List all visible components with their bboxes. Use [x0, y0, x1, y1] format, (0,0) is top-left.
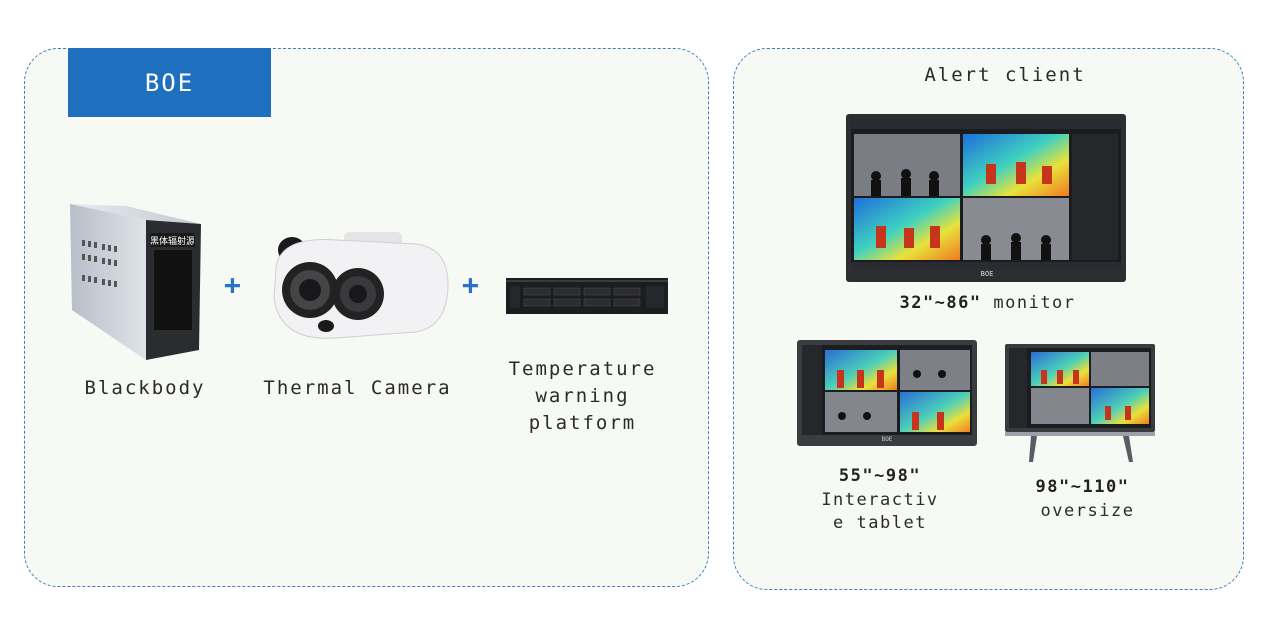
monitor-desc: monitor — [993, 293, 1076, 313]
platform-label-line1: Temperature — [508, 358, 657, 380]
oversize-size-text: 98"~110" — [1035, 477, 1130, 497]
server-icon — [506, 278, 668, 314]
thermal-camera-icon — [273, 232, 449, 339]
oversize-display-icon — [1005, 344, 1155, 462]
tablet-size: 55"~98" — [790, 465, 970, 488]
blackbody-device-icon — [70, 204, 201, 360]
monitor-icon — [846, 114, 1126, 282]
tablet-screen-logo: BOE — [881, 436, 893, 443]
monitor-caption: 32"~86" monitor — [880, 292, 1095, 315]
boe-logo: BOE — [68, 48, 271, 117]
platform-label-line2: warning — [535, 385, 630, 407]
tablet-desc-line1: Interactiv — [821, 490, 939, 510]
blackbody-device-text: 黑体辐射源 — [150, 237, 194, 247]
plus-sign-2: + — [462, 268, 479, 301]
oversize-size: 98"~110" — [995, 476, 1170, 499]
thermal-camera-label: Thermal Camera — [263, 377, 452, 399]
interactive-tablet-icon — [797, 340, 977, 446]
plus-sign-1: + — [224, 268, 241, 301]
alert-client-title: Alert client — [924, 64, 1086, 86]
oversize-desc: oversize — [1040, 501, 1135, 521]
blackbody-label: Blackbody — [84, 377, 206, 399]
monitor-screen-logo: BOE — [980, 270, 994, 278]
tablet-desc-line2: e tablet — [833, 513, 927, 533]
tablet-size-text: 55"~98" — [838, 466, 922, 486]
monitor-size: 32"~86" — [899, 293, 982, 313]
platform-label-line3: platform — [528, 412, 637, 434]
